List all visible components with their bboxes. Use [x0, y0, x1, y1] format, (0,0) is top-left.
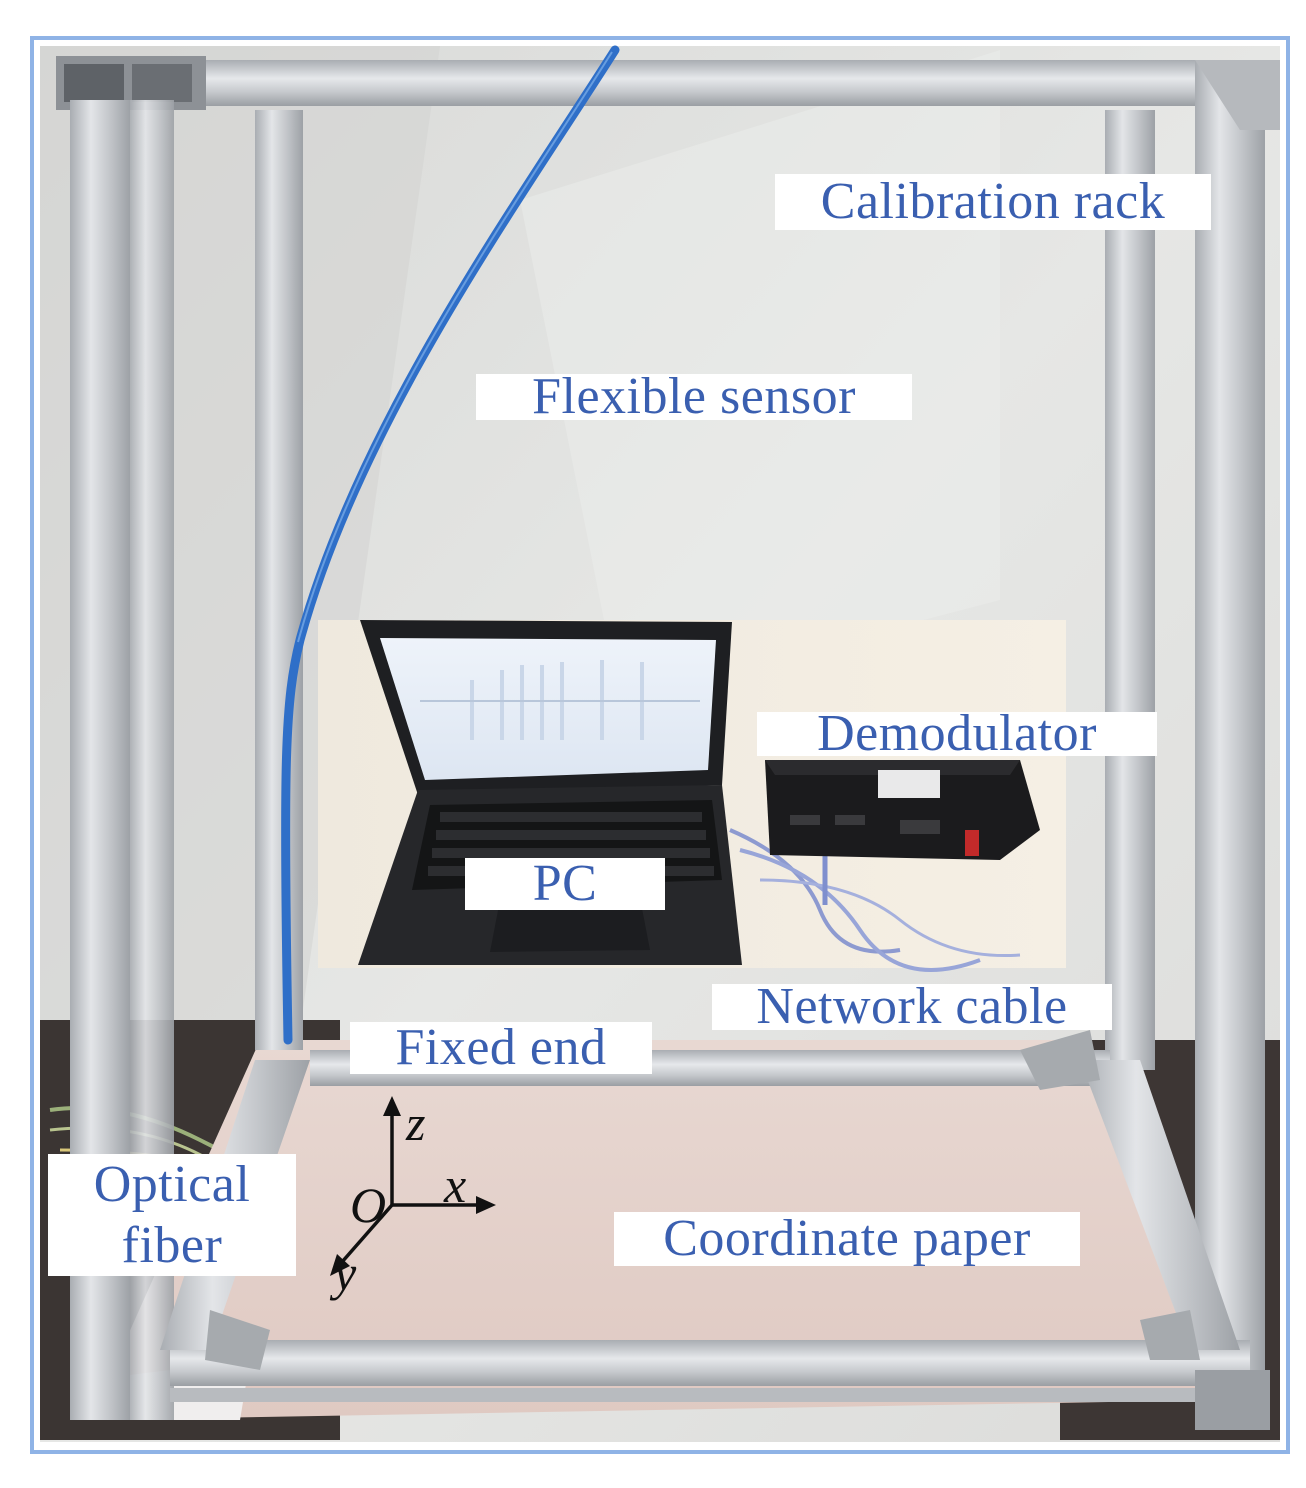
- label-fixed-end: Fixed end: [350, 1022, 652, 1074]
- label-pc: PC: [465, 858, 665, 910]
- axis-label-y: y: [334, 1245, 357, 1301]
- label-optical-fiber-line1: Optical: [93, 1155, 251, 1213]
- label-demodulator: Demodulator: [757, 708, 1157, 760]
- label-network-cable: Network cable: [712, 981, 1112, 1033]
- label-coordinate-paper: Coordinate paper: [614, 1212, 1080, 1266]
- axis-label-origin: O: [350, 1177, 387, 1233]
- axis-label-z: z: [406, 1095, 426, 1151]
- axis-label-x: x: [444, 1157, 467, 1213]
- label-flexible-sensor: Flexible sensor: [476, 371, 912, 423]
- label-optical-fiber-line2: fiber: [121, 1217, 223, 1274]
- label-calibration-rack: Calibration rack: [775, 174, 1211, 230]
- label-optical-fiber: Optical fiber: [48, 1154, 296, 1276]
